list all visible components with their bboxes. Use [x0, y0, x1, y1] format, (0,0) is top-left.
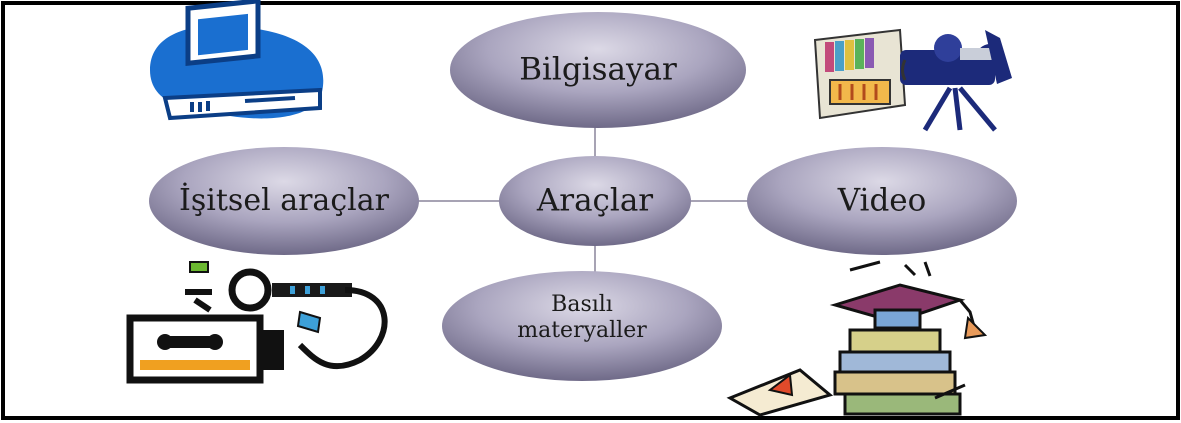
node-bilgisayar: Bilgisayar — [450, 12, 746, 128]
books-graduation-icon — [726, 260, 988, 417]
audio-tape-recorder-icon — [126, 261, 388, 384]
node-isitsel-label: İşitsel araçlar — [179, 182, 390, 218]
computer-icon — [150, 0, 324, 121]
node-basili-label-line1: Basılı — [551, 292, 613, 317]
node-basili-label-line2: materyaller — [517, 318, 647, 343]
node-video-label: Video — [837, 183, 927, 219]
node-video: Video — [747, 147, 1017, 255]
node-basili-materyaller: Basılı materyaller — [442, 271, 722, 381]
node-isitsel-araclar: İşitsel araçlar — [149, 147, 419, 255]
node-araclar-label: Araçlar — [536, 183, 653, 219]
node-araclar-center: Araçlar — [499, 156, 691, 246]
video-camera-icon — [813, 28, 1012, 132]
node-bilgisayar-label: Bilgisayar — [519, 52, 677, 88]
